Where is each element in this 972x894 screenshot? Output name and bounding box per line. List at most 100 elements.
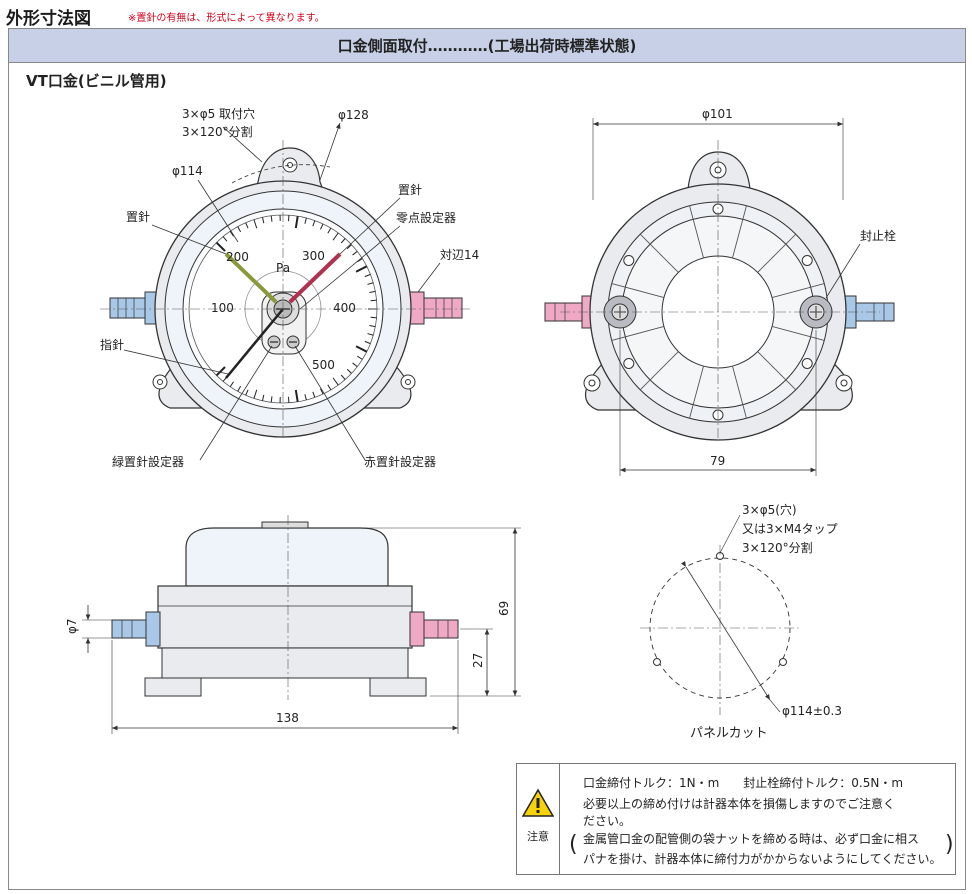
dial-tick bbox=[340, 238, 346, 244]
rear-rib bbox=[732, 205, 747, 259]
dial-tick bbox=[215, 366, 226, 377]
dial-tick bbox=[340, 374, 346, 380]
rear-boss bbox=[801, 358, 813, 369]
dial-tick bbox=[370, 299, 377, 302]
height-27-label: 27 bbox=[471, 653, 485, 668]
panel-dia-label: φ114±0.3 bbox=[782, 704, 842, 718]
dial-tick bbox=[364, 340, 371, 345]
drawing-frame bbox=[8, 28, 966, 890]
dial-tick bbox=[352, 362, 358, 368]
panel-tap-label: 又は3×M4タップ bbox=[742, 522, 838, 536]
mounting-band: 口金側面取付…………(工場出荷時標準状態) bbox=[9, 29, 965, 63]
rear-rib bbox=[611, 326, 665, 341]
green-set-pointer bbox=[224, 252, 278, 304]
front-left-fitting bbox=[109, 291, 160, 325]
scale-500: 500 bbox=[312, 358, 335, 372]
rear-rib bbox=[689, 365, 704, 419]
dial-tick bbox=[369, 324, 376, 328]
dial-tick bbox=[237, 226, 242, 233]
caution-side: 注意 bbox=[517, 764, 560, 874]
dia-114-label: φ114 bbox=[172, 164, 203, 178]
pointer-label: 指針 bbox=[100, 337, 124, 352]
caution-box: 注意 口金締付トルク：1N・m 封止栓締付トルク：0.5N・m 必要以上の締め付… bbox=[516, 763, 956, 875]
caution-line-1: 口金締付トルク：1N・m 封止栓締付トルク：0.5N・m bbox=[583, 776, 904, 790]
dia-128-label: φ128 bbox=[338, 108, 369, 122]
front-view: 200 300 100 400 500 Pa 3×φ5 取付穴 3×120°分割… bbox=[100, 106, 479, 469]
dial-tick bbox=[364, 273, 371, 278]
rear-view: φ101 封止栓 79 bbox=[544, 107, 896, 476]
rear-rib bbox=[639, 351, 679, 391]
dial-ticks bbox=[215, 215, 377, 403]
dial-tick bbox=[327, 227, 332, 234]
scale-200: 200 bbox=[226, 250, 249, 264]
dial-tick bbox=[346, 244, 352, 250]
red-set-pointer bbox=[288, 252, 342, 304]
dial-tick bbox=[294, 389, 299, 402]
panel-division-label: 3×120°分割 bbox=[742, 540, 813, 555]
set-pointer-left-label: 置針 bbox=[126, 209, 150, 224]
dial-tick bbox=[357, 355, 363, 360]
height-69-label: 69 bbox=[497, 601, 511, 616]
rear-boss bbox=[623, 255, 635, 266]
caution-bracket-open: ( bbox=[569, 832, 578, 857]
scale-100: 100 bbox=[211, 301, 234, 315]
caution-line-3: ださい。 bbox=[583, 814, 632, 828]
width-79-label: 79 bbox=[710, 454, 725, 468]
pointer-note: ※置針の有無は、形式によって異なります。 bbox=[128, 13, 325, 24]
dial-tick bbox=[304, 217, 307, 224]
rear-rib bbox=[757, 233, 797, 273]
dial-tick bbox=[355, 265, 368, 273]
dial-tick bbox=[320, 223, 324, 230]
dial-tick bbox=[262, 217, 265, 224]
zero-adjuster-label: 零点設定器 bbox=[396, 210, 456, 225]
dial-tick bbox=[245, 389, 249, 396]
dial-tick bbox=[245, 222, 249, 229]
rear-boss bbox=[623, 358, 635, 369]
rear-left-fitting bbox=[544, 295, 597, 329]
sealing-plug-label: 封止栓 bbox=[860, 228, 896, 243]
dial-tick bbox=[346, 368, 352, 374]
caution-bracket-close: ) bbox=[945, 832, 954, 857]
dial-tick bbox=[327, 384, 332, 391]
set-pointer-right-label: 置針 bbox=[398, 182, 422, 197]
dial-tick bbox=[332, 377, 339, 386]
dial-tick bbox=[357, 258, 363, 263]
dial-tick bbox=[270, 215, 273, 222]
side-view: φ7 69 27 138 bbox=[65, 515, 521, 734]
rear-rib bbox=[689, 205, 704, 259]
scale-400: 400 bbox=[333, 301, 356, 315]
scale-300: 300 bbox=[302, 249, 325, 263]
panel-holes-label: 3×φ5(穴) bbox=[742, 502, 797, 517]
across-flats-label: 対辺14 bbox=[440, 248, 479, 262]
dial-tick bbox=[312, 220, 316, 227]
warning-icon bbox=[522, 788, 554, 817]
red-setter-label: 赤置針設定器 bbox=[364, 454, 436, 469]
rear-rib bbox=[611, 283, 665, 298]
caution-line-2: 必要以上の締め付けは計器本体を損傷しますのでご注意く bbox=[583, 797, 896, 811]
dial-tick bbox=[355, 345, 368, 353]
indicating-pointer bbox=[225, 308, 284, 379]
dial-tick bbox=[367, 282, 374, 285]
dial-tick bbox=[332, 232, 339, 241]
dial-tick bbox=[320, 388, 324, 395]
mount-holes-division-label: 3×120°分割 bbox=[182, 124, 253, 139]
dial-tick bbox=[367, 333, 374, 336]
width-138-label: 138 bbox=[276, 711, 299, 725]
panel-cut-view: 3×φ5(穴) 又は3×M4タップ 3×120°分割 φ114±0.3 パネルカ… bbox=[640, 502, 842, 741]
dial-tick bbox=[253, 389, 258, 399]
caution-label: 注意 bbox=[527, 830, 549, 843]
rear-rib bbox=[757, 351, 797, 391]
dial-tick bbox=[270, 396, 273, 403]
dial-tick bbox=[229, 381, 234, 388]
dial-tick bbox=[294, 216, 299, 229]
dial-tick bbox=[222, 236, 228, 242]
rear-rib bbox=[771, 326, 825, 341]
dia-101-label: φ101 bbox=[702, 107, 733, 121]
rear-rib bbox=[732, 365, 747, 419]
dial-tick bbox=[312, 391, 316, 398]
dial-tick bbox=[237, 385, 242, 392]
dial-tick bbox=[370, 316, 377, 319]
caution-line-5: パナを掛け、計器本体に締付力がかからないようにしてください。 bbox=[583, 852, 942, 866]
green-setter-label: 緑置針設定器 bbox=[112, 454, 184, 469]
